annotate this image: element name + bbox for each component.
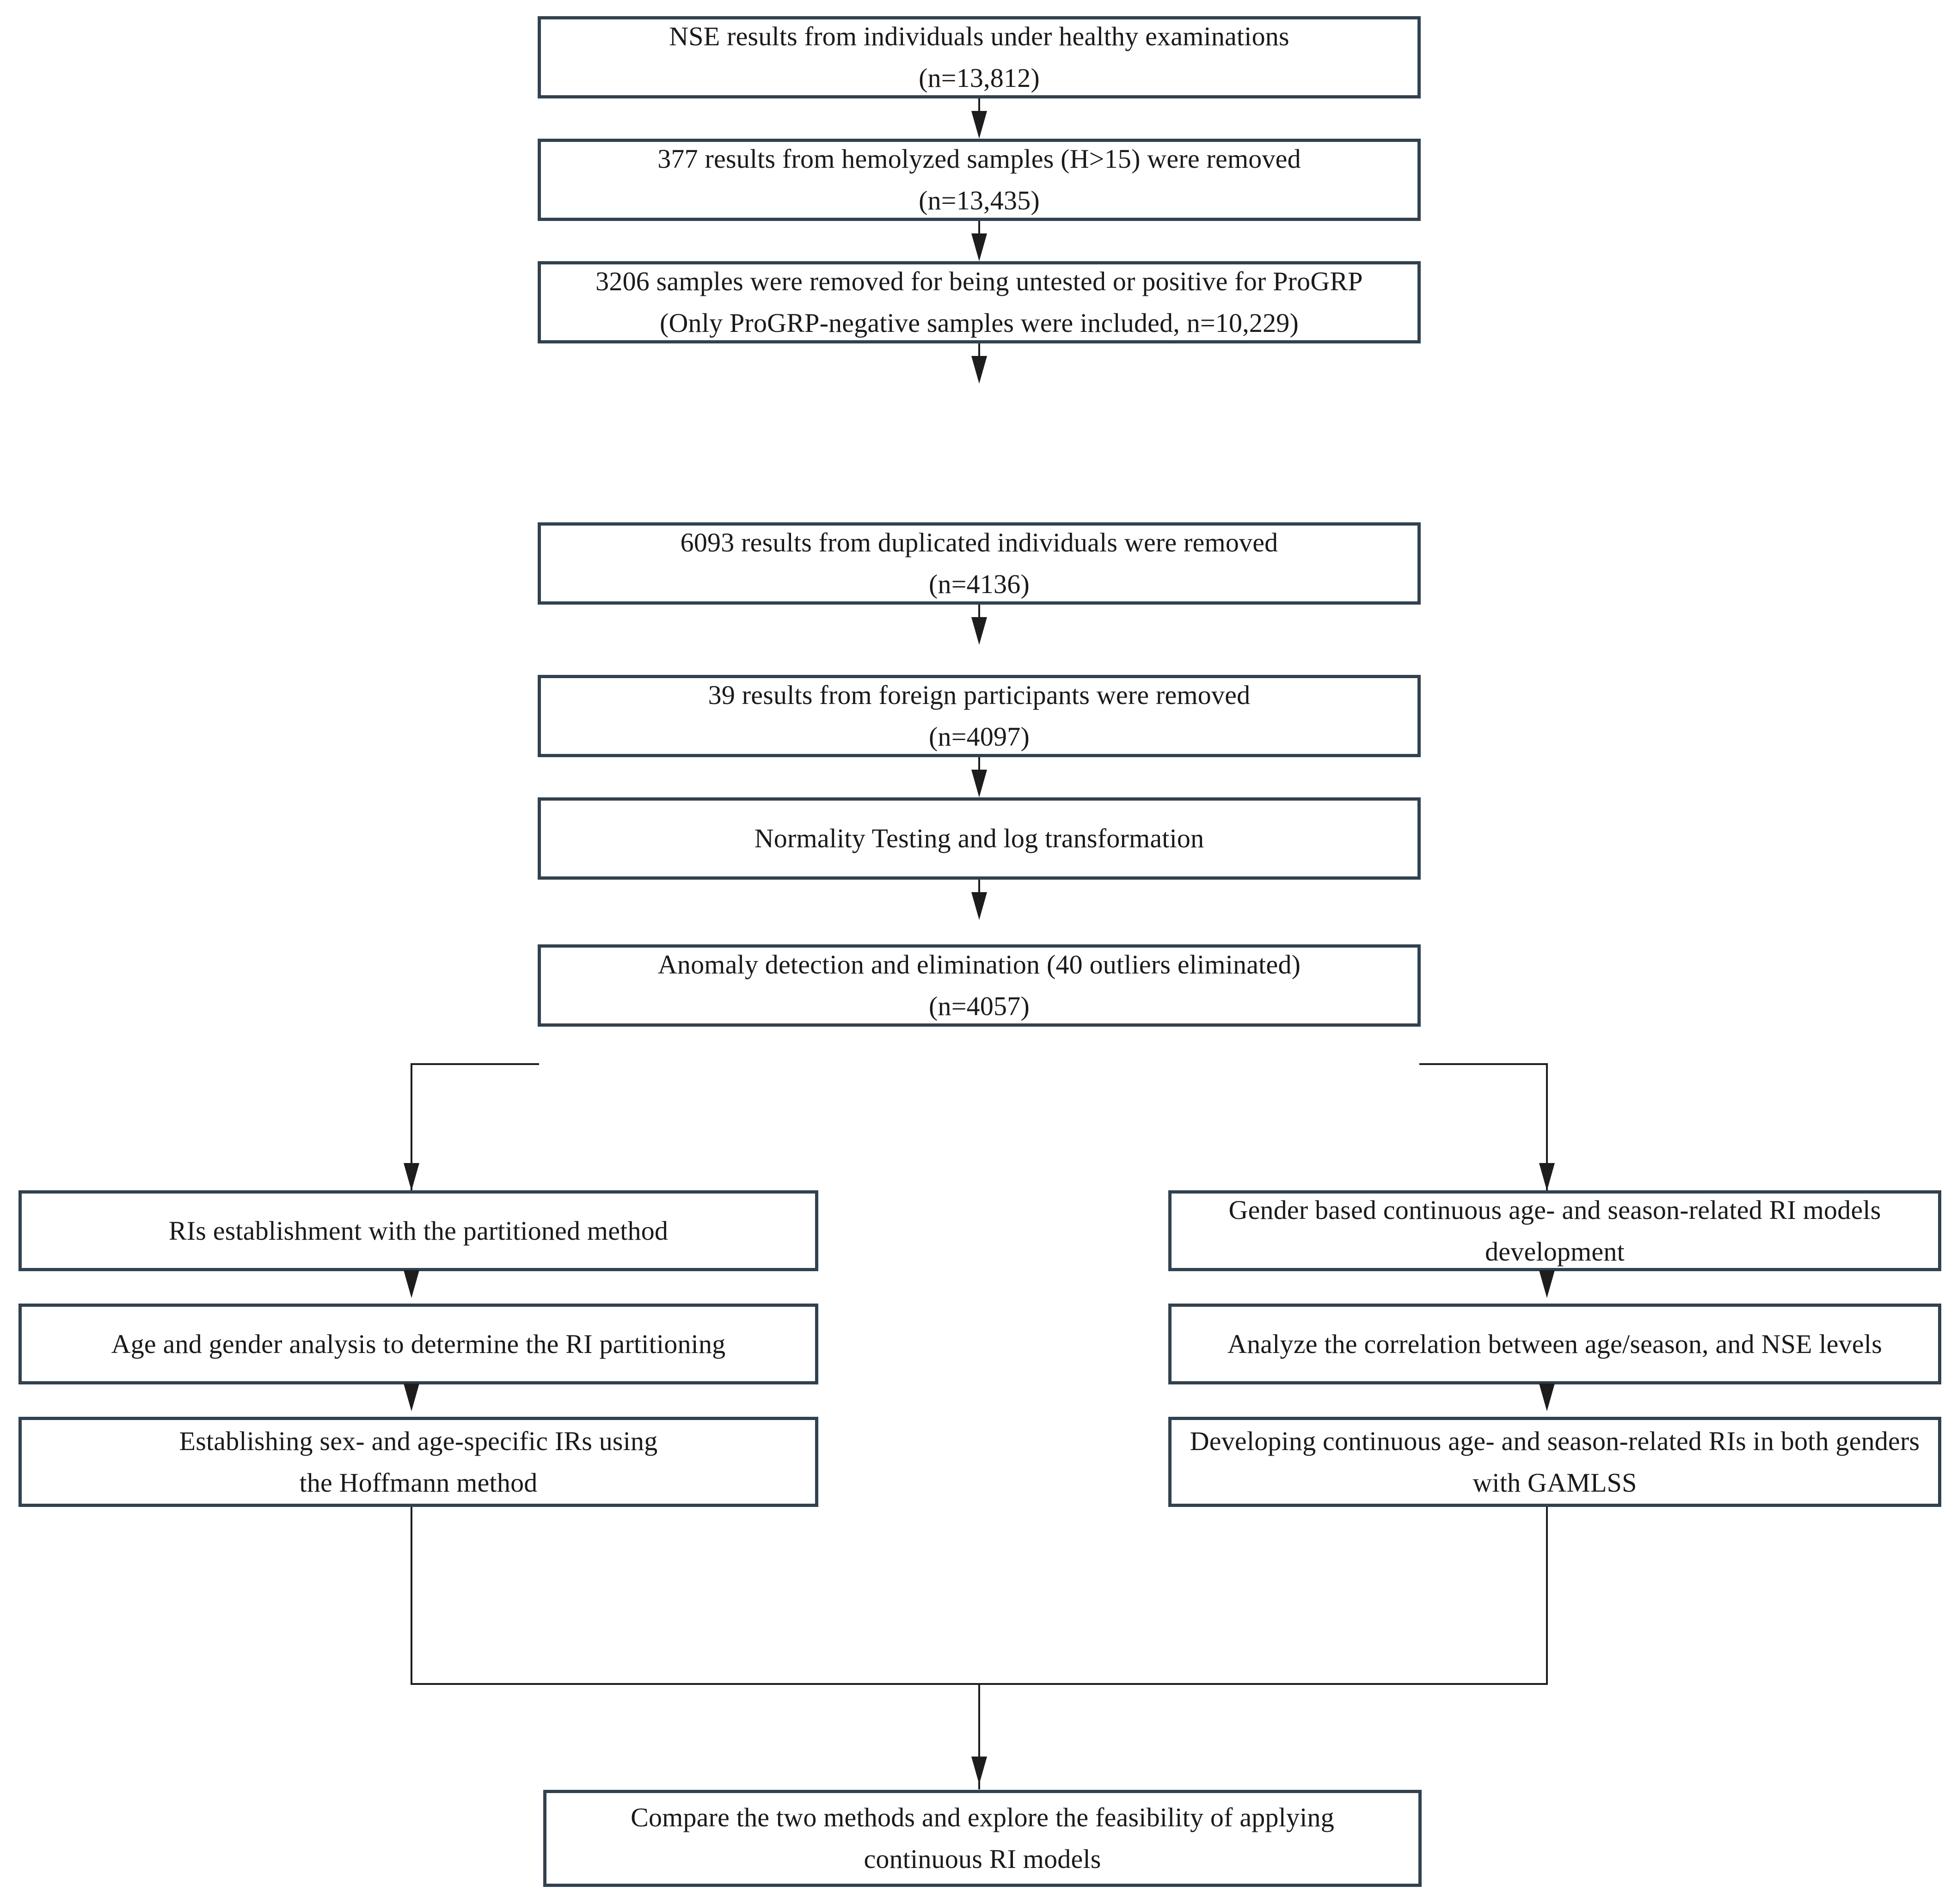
node-label: Age and gender analysis to determine the… [111,1329,726,1359]
arrowhead-split-left [404,1163,419,1191]
node-label: Establishing sex- and age-specific IRs u… [179,1426,658,1498]
arrowhead-n3-n4 [971,356,987,384]
arrowhead-l1-l2 [404,1270,419,1298]
arrowhead-l2-l3 [404,1384,419,1411]
node-hoffmann-method: Establishing sex- and age-specific IRs u… [18,1417,818,1507]
connector-split-right-vertical [1546,1063,1548,1190]
node-label: Normality Testing and log transformation [754,823,1204,854]
arrowhead-n5-n6 [971,770,987,797]
arrowhead-r1-r2 [1539,1270,1555,1298]
node-gamlss-development: Developing continuous age- and season-re… [1168,1417,1941,1507]
arrowhead-n2-n3 [971,233,987,261]
connector-split-left-vertical [411,1063,412,1190]
node-label: 6093 results from duplicated individuals… [680,527,1278,599]
node-label: Developing continuous age- and season-re… [1190,1426,1920,1498]
node-label: 377 results from hemolyzed samples (H>15… [657,144,1301,215]
arrowhead-n4-n5 [971,617,987,645]
node-label: 39 results from foreign participants wer… [708,680,1251,752]
node-progrp-removed: 3206 samples were removed for being unte… [538,261,1421,343]
connector-merge-right-vertical [1546,1507,1548,1685]
arrowhead-split-right [1539,1163,1555,1191]
node-partitioned-method: RIs establishment with the partitioned m… [18,1190,818,1271]
arrowhead-n6-n7 [971,892,987,920]
arrowhead-n1-n2 [971,111,987,139]
node-label: Compare the two methods and explore the … [631,1802,1334,1874]
node-anomaly-detection: Anomaly detection and elimination (40 ou… [538,944,1421,1027]
node-label: Analyze the correlation between age/seas… [1227,1329,1882,1359]
node-nse-results: NSE results from individuals under healt… [538,16,1421,98]
node-normality-testing: Normality Testing and log transformation [538,797,1421,880]
arrowhead-r2-r3 [1539,1384,1555,1411]
node-foreign-removed: 39 results from foreign participants wer… [538,675,1421,757]
connector-merge-left-vertical [411,1507,412,1685]
node-label: NSE results from individuals under healt… [669,21,1289,93]
node-duplicates-removed: 6093 results from duplicated individuals… [538,522,1421,605]
connector-split-right-horizontal [1419,1063,1548,1065]
node-label: Gender based continuous age- and season-… [1228,1194,1881,1267]
node-label: Anomaly detection and elimination (40 ou… [657,949,1301,1021]
connector-split-left-horizontal [411,1063,539,1065]
arrowhead-merge-to-final [971,1757,987,1784]
node-continuous-ri-models: Gender based continuous age- and season-… [1168,1190,1941,1271]
node-hemolyzed-removed: 377 results from hemolyzed samples (H>15… [538,139,1421,221]
connector-merge-to-final [978,1683,980,1789]
node-compare-methods: Compare the two methods and explore the … [543,1790,1422,1887]
node-label: RIs establishment with the partitioned m… [168,1215,669,1246]
node-age-gender-analysis: Age and gender analysis to determine the… [18,1304,818,1384]
node-label: 3206 samples were removed for being unte… [595,266,1363,338]
node-correlation-analysis: Analyze the correlation between age/seas… [1168,1304,1941,1384]
